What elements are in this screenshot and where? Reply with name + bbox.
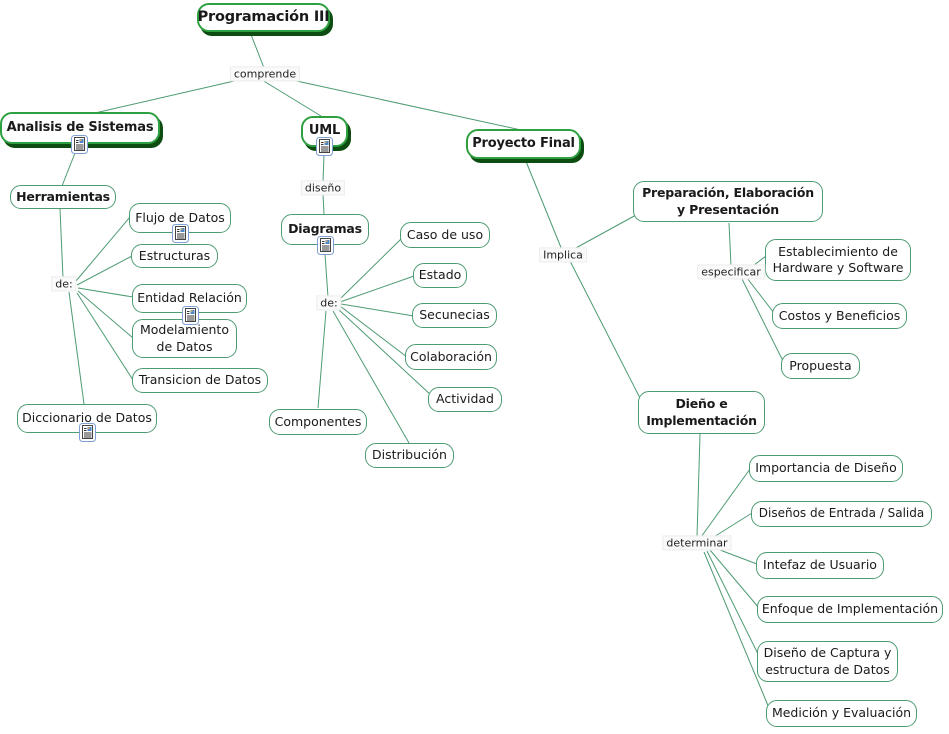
connector-line bbox=[59, 208, 64, 279]
concept-importancia-de-diseno[interactable]: Importancia de Diseño bbox=[749, 455, 903, 482]
document-with-image-icon[interactable] bbox=[172, 224, 189, 243]
connector-line bbox=[696, 433, 701, 538]
connector-line bbox=[569, 260, 641, 399]
concept-actividad[interactable]: Actividad bbox=[428, 387, 502, 412]
concept-estructuras[interactable]: Estructuras bbox=[131, 244, 218, 268]
concept-label-line: Preparación, Elaboración bbox=[642, 185, 814, 201]
linking-phrase-de-left[interactable]: de: bbox=[51, 276, 77, 292]
concept-estado[interactable]: Estado bbox=[413, 263, 467, 288]
concept-componentes[interactable]: Componentes bbox=[269, 409, 367, 435]
concept-herramientas[interactable]: Herramientas bbox=[10, 185, 116, 209]
concept-label-line: estructura de Datos bbox=[765, 661, 890, 677]
connector-line bbox=[573, 214, 637, 250]
document-with-image-icon[interactable] bbox=[316, 137, 333, 156]
connector-line bbox=[77, 287, 134, 298]
connector-line bbox=[317, 310, 327, 409]
connector-line bbox=[337, 308, 433, 397]
connector-line bbox=[322, 154, 325, 183]
document-with-image-icon[interactable] bbox=[79, 423, 96, 442]
concept-label-line: de Datos bbox=[156, 338, 213, 354]
connector-line bbox=[75, 216, 131, 282]
concept-diagramas[interactable]: Diagramas bbox=[281, 214, 369, 245]
connector-line bbox=[339, 305, 408, 358]
linking-phrase-implica[interactable]: Implica bbox=[539, 247, 587, 263]
concept-propuesta[interactable]: Propuesta bbox=[781, 353, 860, 379]
connector-line bbox=[291, 79, 522, 131]
concept-label-line: Dieño e bbox=[675, 396, 728, 412]
connector-line bbox=[324, 253, 329, 298]
linking-phrase-especificar[interactable]: especificar bbox=[697, 264, 765, 280]
connector-line bbox=[340, 303, 415, 317]
concept-label-line: Establecimiento de bbox=[778, 243, 898, 259]
concept-secunecias[interactable]: Secunecias bbox=[412, 303, 497, 328]
connector-line bbox=[700, 468, 751, 538]
concept-label-line: Implementación bbox=[646, 412, 757, 428]
linking-phrase-comprende[interactable]: comprende bbox=[229, 66, 301, 82]
concept-label-line: y Presentación bbox=[677, 201, 779, 217]
connector-line bbox=[76, 255, 133, 286]
concept-transicion-de-datos[interactable]: Transicion de Datos bbox=[132, 368, 268, 393]
concept-enfoque-de-implementacion[interactable]: Enfoque de Implementación bbox=[757, 596, 943, 623]
concept-programacion-iii[interactable]: Programación III bbox=[197, 3, 330, 32]
document-with-image-icon[interactable] bbox=[71, 135, 88, 154]
connector-line bbox=[709, 549, 760, 609]
concept-medicion-y-evaluacion[interactable]: Medición y Evaluación bbox=[766, 700, 917, 727]
document-with-image-icon[interactable] bbox=[182, 306, 199, 325]
connector-line bbox=[339, 275, 415, 303]
linking-phrase-diseno[interactable]: diseño bbox=[300, 180, 346, 196]
connector-line bbox=[703, 551, 770, 709]
concept-label-line: Modelamiento bbox=[139, 322, 229, 338]
concept-label-line: Diseño de Captura y bbox=[763, 645, 892, 661]
linking-phrase-determinar[interactable]: determinar bbox=[662, 535, 732, 551]
concept-disenos-entrada-salida[interactable]: Diseños de Entrada / Salida bbox=[751, 501, 932, 527]
connector-line bbox=[746, 277, 775, 314]
connector-line bbox=[338, 237, 403, 301]
connector-line bbox=[94, 78, 244, 114]
connector-line bbox=[322, 193, 325, 215]
concept-label-line: Hardware y Software bbox=[772, 260, 904, 275]
concept-colaboracion[interactable]: Colaboración bbox=[405, 344, 497, 370]
linking-phrase-de-middle[interactable]: de: bbox=[316, 295, 342, 311]
concept-proyecto-final[interactable]: Proyecto Final bbox=[466, 129, 581, 159]
connector-line bbox=[261, 79, 322, 117]
concept-entidad-relacion[interactable]: Entidad Relación bbox=[132, 284, 247, 313]
concept-costos-y-beneficios[interactable]: Costos y Beneficios bbox=[772, 303, 907, 329]
concept-caso-de-uso[interactable]: Caso de uso bbox=[400, 222, 490, 248]
concept-intefaz-de-usuario[interactable]: Intefaz de Usuario bbox=[756, 552, 884, 579]
connector-line bbox=[249, 31, 265, 69]
connector-line bbox=[706, 550, 761, 659]
connector-line bbox=[77, 290, 134, 339]
connector-line bbox=[728, 222, 732, 267]
document-with-image-icon[interactable] bbox=[317, 236, 334, 255]
connector-line bbox=[741, 278, 784, 362]
connector-line bbox=[524, 158, 563, 251]
concept-distribucion[interactable]: Distribución bbox=[365, 443, 454, 468]
concept-uml[interactable]: UML bbox=[301, 116, 348, 147]
connector-line bbox=[61, 152, 76, 187]
connector-line bbox=[332, 310, 410, 444]
connector-line bbox=[68, 291, 85, 405]
connector-line bbox=[76, 292, 134, 381]
